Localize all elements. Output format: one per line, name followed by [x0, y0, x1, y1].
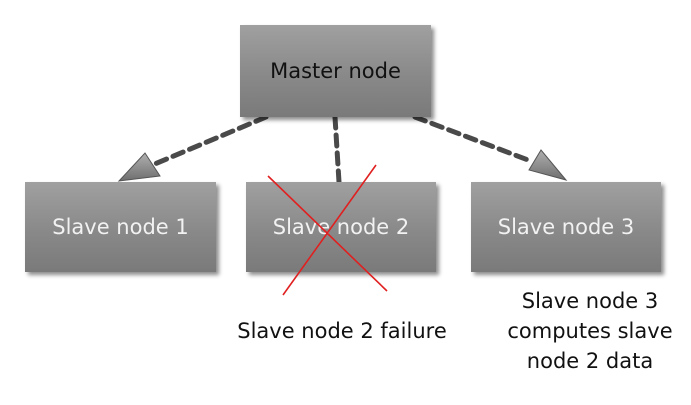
- slave-node-3: Slave node 3: [471, 182, 661, 272]
- arrow-master-to-slave2: [332, 114, 342, 185]
- master-node-label: Master node: [270, 59, 401, 83]
- slave-node-2: Slave node 2: [246, 182, 436, 272]
- compute-caption-line: computes slave: [507, 319, 673, 343]
- compute-caption-line: node 2 data: [526, 349, 654, 373]
- slave-node-3-label: Slave node 3: [497, 215, 635, 239]
- arrow-master-to-slave3: [412, 114, 568, 181]
- compute-caption-line: Slave node 3: [521, 289, 659, 313]
- arrow-master-to-slave1: [117, 114, 269, 182]
- slave-node-2-label: Slave node 2: [272, 215, 410, 239]
- master-node: Master node: [240, 25, 431, 117]
- compute-caption: Slave node 3 computes slave node 2 data: [498, 286, 682, 376]
- failure-caption: Slave node 2 failure: [237, 319, 447, 343]
- slave-node-1-label: Slave node 1: [52, 215, 189, 239]
- slave-node-1: Slave node 1: [25, 182, 216, 272]
